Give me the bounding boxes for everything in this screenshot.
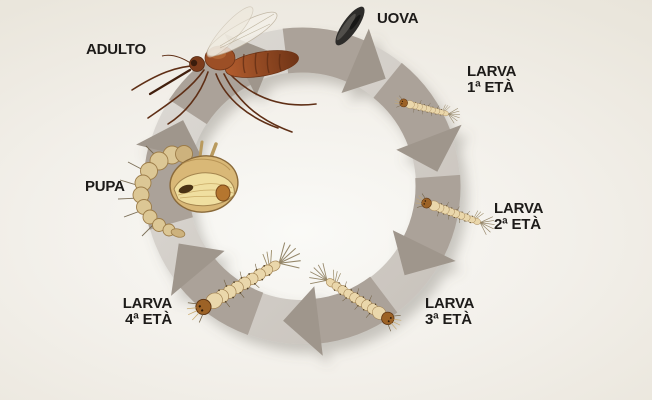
mosquito-antenna bbox=[161, 54, 193, 65]
label-larva-1-eta: LARVA 1ª ETÀ bbox=[467, 64, 516, 96]
mosquito-wings bbox=[206, 6, 278, 58]
label-larva-2-eta: LARVA 2ª ETÀ bbox=[494, 201, 543, 233]
label-larva-3-line2: 3ª ETÀ bbox=[425, 311, 472, 328]
pupa-illustration bbox=[117, 140, 239, 238]
label-larva-4-line2: 4ª ETÀ bbox=[125, 311, 172, 328]
label-larva-4-line1: LARVA bbox=[122, 295, 172, 312]
label-larva-4-eta: LARVA 4ª ETÀ bbox=[96, 296, 172, 328]
mosquito-proboscis bbox=[148, 68, 192, 96]
label-larva-3-line1: LARVA bbox=[425, 295, 475, 312]
label-larva-1-line1: LARVA bbox=[467, 63, 517, 80]
label-uova: UOVA bbox=[377, 10, 419, 27]
label-larva-2-line2: 2ª ETÀ bbox=[494, 216, 541, 233]
label-larva-3-eta: LARVA 3ª ETÀ bbox=[425, 296, 474, 328]
label-larva-2-line1: LARVA bbox=[494, 200, 544, 217]
label-pupa: PUPA bbox=[85, 178, 125, 195]
uova-egg-illustration bbox=[335, 6, 365, 46]
label-adulto: ADULTO bbox=[86, 41, 146, 58]
label-larva-1-line2: 1ª ETÀ bbox=[467, 79, 514, 96]
adulto-mosquito-illustration bbox=[131, 6, 317, 133]
